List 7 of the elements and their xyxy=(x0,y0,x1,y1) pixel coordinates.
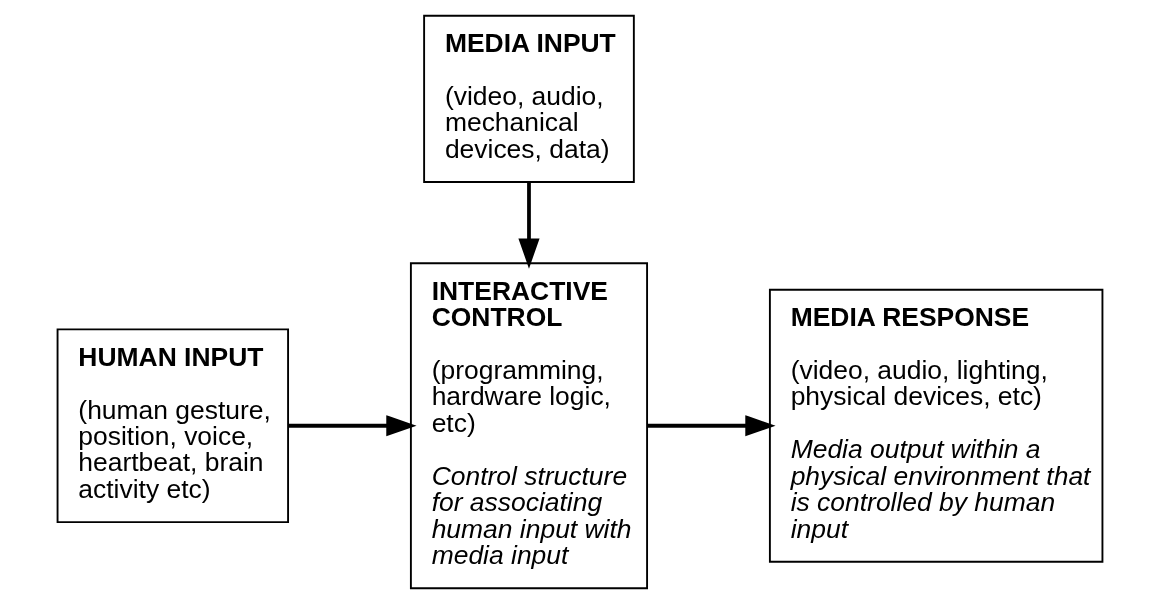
arrow xyxy=(518,182,540,269)
arrow xyxy=(647,415,776,437)
node-box: MEDIA RESPONSE (video, audio, lighting, physical devices, etc) Media output within a physical environment that is controlled by human input xyxy=(768,288,1104,563)
node-box: HUMAN INPUT (human gesture, position, voice, heartbeat, brain activity etc) xyxy=(56,328,289,524)
arrow xyxy=(288,415,417,437)
node-box: MEDIA INPUT (video, audio, mechanical devices, data) xyxy=(423,14,635,183)
node-box: INTERACTIVE CONTROL (programming, hardware logic, etc) Control structure for associating human input with media input xyxy=(409,262,649,590)
